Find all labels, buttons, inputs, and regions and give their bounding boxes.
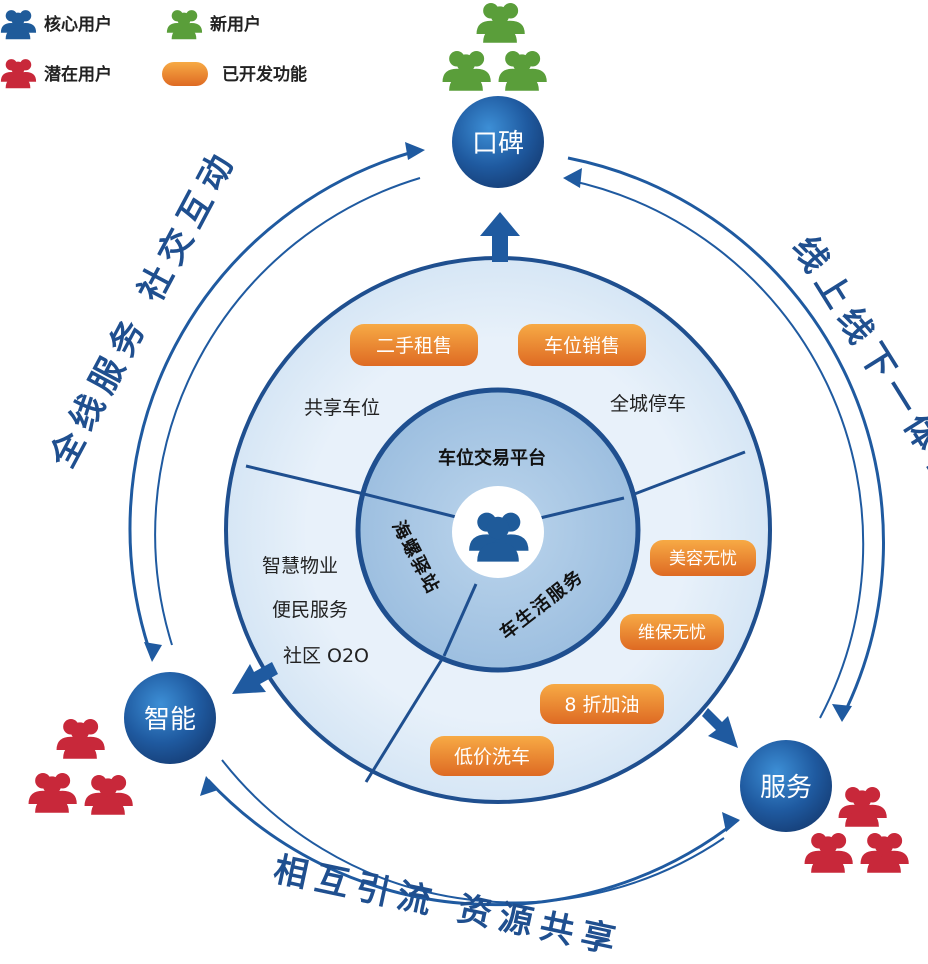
- arrowhead-icon: [722, 812, 740, 832]
- wheel-arrows: [232, 212, 738, 748]
- arrow-up-icon: [480, 212, 520, 262]
- sector-label-shared-parking: 共享车位: [304, 397, 380, 419]
- new-users-icon: [499, 51, 547, 91]
- legend-label: 核心用户: [44, 14, 112, 35]
- potential-users-icon: [861, 833, 909, 873]
- pill-maintenance: 维保无忧: [620, 614, 724, 650]
- inner-label-top: 车位交易平台: [438, 447, 546, 469]
- arrowhead-icon: [144, 642, 162, 662]
- arc-bottom-outer: [206, 778, 739, 907]
- potential-users-icon: [57, 719, 105, 759]
- new-users-cluster: [443, 3, 547, 91]
- legend-label: 潜在用户: [44, 64, 112, 85]
- legend-label: 新用户: [210, 14, 261, 35]
- legend-core-users: 核心用户: [1, 10, 112, 39]
- node-label: 口碑: [472, 129, 524, 159]
- arrowhead-icon: [832, 704, 852, 722]
- arc-left-outer: [128, 148, 421, 659]
- arrow-left-icon: [232, 662, 278, 694]
- arrowhead-icon: [563, 168, 582, 188]
- pill-label: 低价洗车: [454, 746, 530, 768]
- new-users-icon: [443, 51, 491, 91]
- pill-fuel-discount: 8 折加油: [540, 684, 664, 724]
- legend: 核心用户 新用户 潜在用户 已开发功能: [1, 10, 307, 88]
- node-service: 服务: [740, 740, 832, 832]
- sector-label-community-o2o: 社区 O2O: [283, 645, 369, 667]
- legend-label: 已开发功能: [222, 64, 307, 85]
- pill-label: 维保无忧: [638, 623, 706, 643]
- pill-car-wash: 低价洗车: [430, 736, 554, 776]
- sector-labels: 共享车位 全城停车 智慧物业 便民服务 社区 O2O: [262, 393, 686, 667]
- pill-label: 二手租售: [376, 335, 452, 357]
- node-label: 智能: [144, 705, 196, 735]
- sector-label-convenience: 便民服务: [272, 599, 348, 621]
- legend-potential-users: 潜在用户: [1, 59, 112, 88]
- main-wheel: [224, 256, 772, 804]
- node-smart: 智能: [124, 672, 216, 764]
- sector-divider: [623, 450, 746, 500]
- arc-arrowheads: [144, 142, 852, 832]
- node-word-of-mouth: 口碑: [452, 96, 544, 188]
- pill-label: 8 折加油: [564, 694, 639, 716]
- core-users-icon: [1, 10, 36, 39]
- potential-users-cluster-left: [29, 719, 133, 815]
- sector-divider: [245, 464, 365, 496]
- inner-divider: [442, 583, 478, 657]
- legend-new-users: 新用户: [167, 10, 261, 39]
- potential-users-icon: [85, 775, 133, 815]
- pill-label: 车位销售: [544, 335, 620, 357]
- sector-label-smart-property: 智慧物业: [262, 555, 338, 577]
- potential-users-icon: [29, 773, 77, 813]
- pill-label: 美容无忧: [669, 549, 737, 569]
- pill-beauty: 美容无忧: [650, 540, 756, 576]
- pill-swatch: [162, 62, 208, 86]
- inner-divider: [539, 496, 625, 520]
- arc-right-inner: [567, 179, 865, 719]
- new-users-icon: [477, 3, 525, 43]
- arc-left-inner: [154, 177, 421, 646]
- feature-pills: 二手租售 车位销售 美容无忧 维保无忧 8 折加油 低价洗车: [350, 324, 756, 776]
- inner-divider: [363, 492, 469, 522]
- arc-caption-bottom: 相互引流 资源共享: [270, 850, 626, 963]
- sector-divider: [364, 655, 446, 783]
- arc-right-outer: [567, 156, 885, 719]
- arrow-right-icon: [702, 708, 738, 748]
- arrowhead-icon: [405, 142, 425, 160]
- pill-space-sales: 车位销售: [518, 324, 646, 366]
- legend-developed-features: 已开发功能: [162, 62, 307, 86]
- potential-users-icon: [805, 833, 853, 873]
- new-users-icon: [167, 10, 202, 39]
- potential-users-icon: [839, 787, 887, 827]
- pill-second-hand: 二手租售: [350, 324, 478, 366]
- flow-arcs: [128, 148, 885, 907]
- arc-bottom-inner: [221, 759, 725, 904]
- potential-users-icon: [1, 59, 36, 88]
- node-label: 服务: [760, 773, 812, 803]
- arrowhead-icon: [200, 776, 218, 796]
- sector-label-citywide-parking: 全城停车: [610, 393, 686, 415]
